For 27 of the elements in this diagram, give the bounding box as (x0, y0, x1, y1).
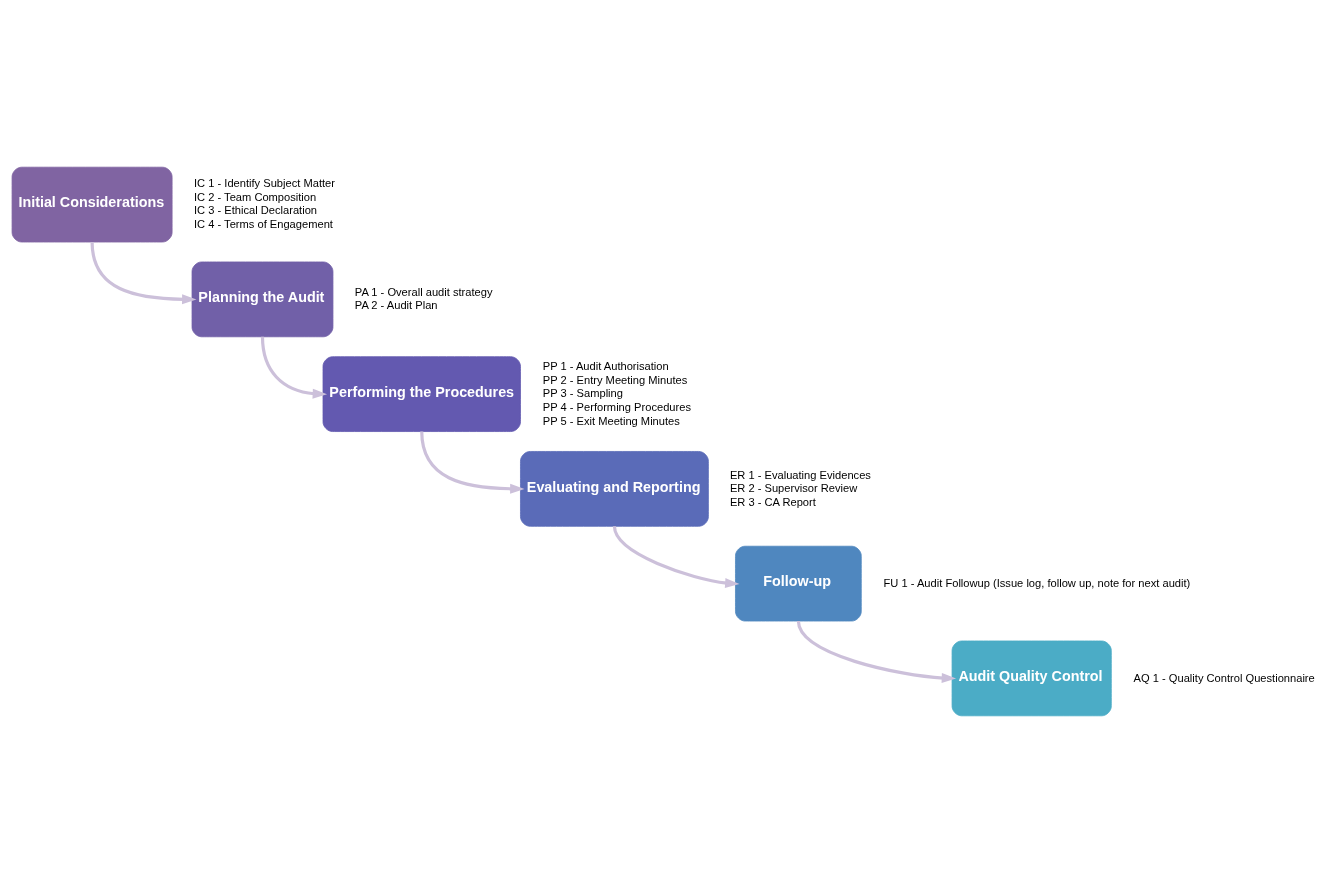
node-box: Evaluating and Reporting (520, 450, 709, 527)
node-label: IC 1 - Identify Subject Matter (194, 176, 335, 189)
arrow (612, 525, 740, 588)
node-label: PA 2 - Audit Plan (354, 298, 438, 311)
arrow (90, 241, 197, 304)
node-label: IC 3 - Ethical Declaration (194, 203, 318, 216)
node-label: PP 1 - Audit Authorisation (542, 359, 669, 372)
node-label: PP 3 - Sampling (542, 386, 623, 399)
node-label: FU 1 - Audit Followup (Issue log, follow up, note for next audit) (883, 576, 1191, 589)
node-box: Performing the Procedures (322, 355, 521, 432)
node-label: PP 4 - Performing Procedures (542, 400, 691, 413)
node-label: PP 2 - Entry Meeting Minutes (542, 373, 688, 386)
node-box: Audit Quality Control (951, 640, 1112, 716)
node-box: Follow-up (735, 545, 862, 621)
node-label: IC 4 - Terms of Engagement (194, 217, 333, 230)
node-label: PP 5 - Exit Meeting Minutes (542, 414, 680, 427)
node-label: PA 1 - Overall audit strategy (354, 285, 493, 298)
node-label: IC 2 - Team Composition (194, 190, 317, 203)
node-label: ER 3 - CA Report (729, 495, 816, 508)
arrow (260, 336, 328, 399)
arrow (420, 430, 525, 494)
node-label: AQ 1 - Quality Control Questionnaire (1133, 671, 1315, 684)
node-box: Initial Considerations (11, 166, 173, 242)
arrow (796, 620, 957, 683)
node-label: ER 2 - Supervisor Review (729, 481, 858, 494)
node-box: Planning the Audit (191, 261, 334, 337)
node-label: ER 1 - Evaluating Evidences (729, 468, 871, 481)
